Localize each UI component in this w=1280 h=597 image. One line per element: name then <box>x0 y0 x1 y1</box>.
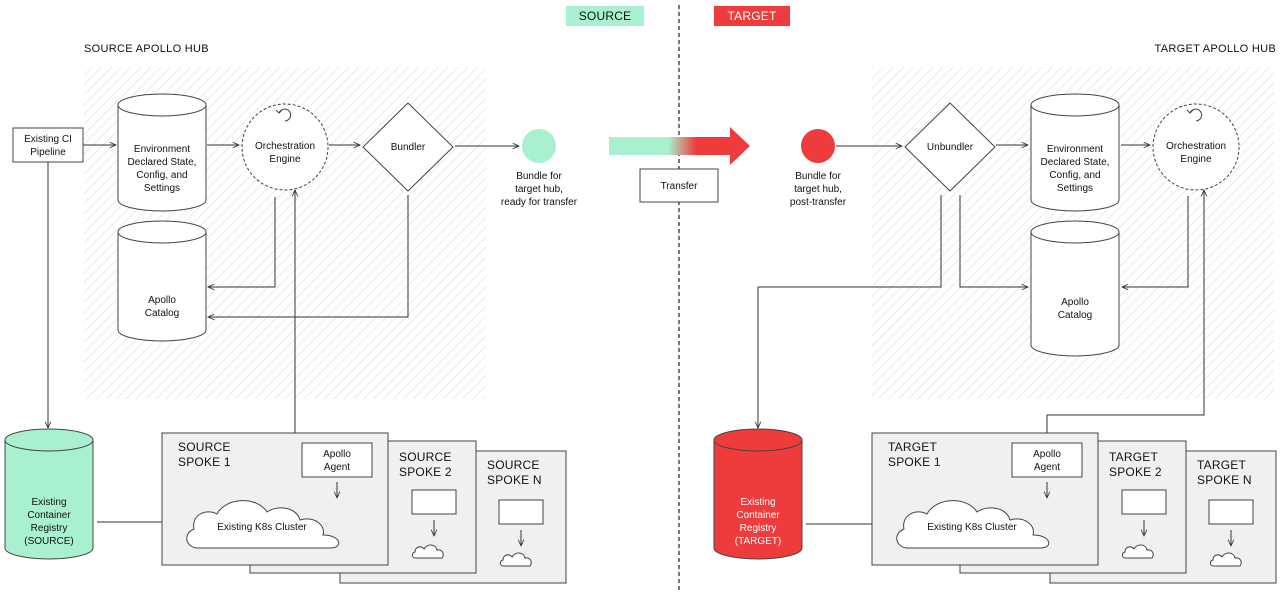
target-apollo-agent[interactable]: Apollo Agent <box>1011 442 1083 478</box>
source-hub-title: SOURCE APOLLO HUB <box>84 43 209 55</box>
target-apollo-catalog[interactable]: Apollo Catalog <box>1030 220 1120 357</box>
svg-text:Existing: Existing <box>740 497 775 508</box>
svg-text:SOURCE: SOURCE <box>579 9 632 23</box>
svg-text:SPOKE 2: SPOKE 2 <box>399 465 452 479</box>
unbundler-diamond[interactable]: Unbundler <box>904 102 996 192</box>
target-bundle-node[interactable]: Bundle for target hub, post-transfer <box>790 129 847 208</box>
svg-text:Registry: Registry <box>31 523 68 534</box>
transfer-box[interactable]: Transfer <box>639 168 719 203</box>
target-spoke-1[interactable]: TARGET SPOKE 1 Apollo Agent Existing K8s… <box>871 432 1099 566</box>
svg-text:SOURCE: SOURCE <box>399 450 452 464</box>
target-hub-title: TARGET APOLLO HUB <box>1155 43 1276 55</box>
cloud-icon <box>896 500 1050 549</box>
svg-text:Agent: Agent <box>1034 462 1060 473</box>
svg-text:Settings: Settings <box>1057 183 1093 194</box>
svg-text:Apollo: Apollo <box>1061 297 1089 308</box>
svg-text:Environment: Environment <box>1047 144 1103 155</box>
source-container-registry[interactable]: Existing Container Registry (SOURCE) <box>4 428 94 560</box>
svg-text:post-transfer: post-transfer <box>790 197 847 208</box>
ci-pipeline-box[interactable]: Existing CI Pipeline <box>12 127 84 163</box>
svg-text:Agent: Agent <box>324 462 350 473</box>
target-badge: TARGET <box>714 6 790 26</box>
svg-text:SPOKE 2: SPOKE 2 <box>1109 465 1162 479</box>
svg-text:(SOURCE): (SOURCE) <box>24 536 73 547</box>
svg-text:Container: Container <box>736 510 780 521</box>
target-k8s-cluster[interactable]: Existing K8s Cluster <box>896 500 1050 549</box>
source-orchestration-engine[interactable]: Orchestration Engine <box>241 103 329 191</box>
svg-text:ready for transfer: ready for transfer <box>501 197 578 208</box>
source-spoke-1[interactable]: SOURCE SPOKE 1 Apollo Agent Existing K8s… <box>161 432 389 566</box>
svg-text:TARGET: TARGET <box>888 440 937 454</box>
refresh-icon <box>275 108 292 122</box>
svg-text:TARGET: TARGET <box>1109 450 1158 464</box>
svg-text:Existing K8s Cluster: Existing K8s Cluster <box>927 522 1017 533</box>
cloud-icon <box>411 544 444 559</box>
svg-text:Apollo: Apollo <box>323 449 351 460</box>
svg-text:Bundle for: Bundle for <box>795 171 841 182</box>
svg-text:Existing CI: Existing CI <box>24 134 72 145</box>
svg-text:Environment: Environment <box>134 144 190 155</box>
bundler-diamond[interactable]: Bundler <box>362 102 454 192</box>
svg-text:SPOKE N: SPOKE N <box>487 473 542 487</box>
target-container-registry[interactable]: Existing Container Registry (TARGET) <box>713 428 803 560</box>
svg-text:SOURCE: SOURCE <box>487 458 540 472</box>
source-apollo-agent[interactable]: Apollo Agent <box>301 442 373 478</box>
source-k8s-cluster[interactable]: Existing K8s Cluster <box>186 500 340 549</box>
svg-text:Existing K8s Cluster: Existing K8s Cluster <box>217 522 307 533</box>
svg-text:Pipeline: Pipeline <box>30 147 66 158</box>
svg-text:Registry: Registry <box>740 523 777 534</box>
svg-text:TARGET: TARGET <box>1197 458 1246 472</box>
svg-text:Catalog: Catalog <box>1058 310 1092 321</box>
target-orchestration-engine[interactable]: Orchestration Engine <box>1152 103 1240 191</box>
svg-text:Engine: Engine <box>269 154 301 165</box>
svg-text:Transfer: Transfer <box>661 181 699 192</box>
refresh-icon <box>1186 108 1203 122</box>
target-connectors <box>758 145 1204 524</box>
target-env-state-cylinder[interactable]: Environment Declared State, Config, and … <box>1030 93 1120 212</box>
source-connectors <box>48 145 519 522</box>
svg-text:Bundle for: Bundle for <box>516 171 562 182</box>
svg-text:Engine: Engine <box>1180 154 1212 165</box>
svg-text:Container: Container <box>27 510 71 521</box>
svg-text:SPOKE 1: SPOKE 1 <box>178 455 231 469</box>
svg-text:TARGET: TARGET <box>728 9 777 23</box>
svg-text:Orchestration: Orchestration <box>255 141 315 152</box>
svg-text:target hub,: target hub, <box>515 184 563 195</box>
svg-text:Declared State,: Declared State, <box>128 157 197 168</box>
cloud-icon <box>499 552 532 567</box>
svg-text:Settings: Settings <box>144 183 180 194</box>
svg-text:Apollo: Apollo <box>1033 449 1061 460</box>
cloud-icon <box>1209 552 1242 567</box>
transfer-arrow <box>609 127 750 165</box>
svg-text:SOURCE: SOURCE <box>178 440 231 454</box>
source-bundle-node[interactable]: Bundle for target hub, ready for transfe… <box>501 129 578 208</box>
svg-text:Config, and: Config, and <box>136 170 187 181</box>
svg-text:Existing: Existing <box>31 497 66 508</box>
svg-text:Declared State,: Declared State, <box>1041 157 1110 168</box>
svg-text:Bundler: Bundler <box>391 142 426 153</box>
svg-text:target hub,: target hub, <box>794 184 842 195</box>
svg-text:SPOKE 1: SPOKE 1 <box>888 455 941 469</box>
svg-text:Catalog: Catalog <box>145 308 179 319</box>
svg-text:Apollo: Apollo <box>148 295 176 306</box>
svg-text:Config, and: Config, and <box>1049 170 1100 181</box>
svg-text:Orchestration: Orchestration <box>1166 141 1226 152</box>
source-apollo-catalog[interactable]: Apollo Catalog <box>117 220 207 342</box>
svg-text:SPOKE N: SPOKE N <box>1197 473 1252 487</box>
cloud-icon <box>186 500 340 549</box>
source-badge: SOURCE <box>566 6 644 26</box>
svg-text:Unbundler: Unbundler <box>927 142 974 153</box>
source-env-state-cylinder[interactable]: Environment Declared State, Config, and … <box>117 93 207 212</box>
svg-text:(TARGET): (TARGET) <box>735 536 781 547</box>
cloud-icon <box>1121 544 1154 559</box>
